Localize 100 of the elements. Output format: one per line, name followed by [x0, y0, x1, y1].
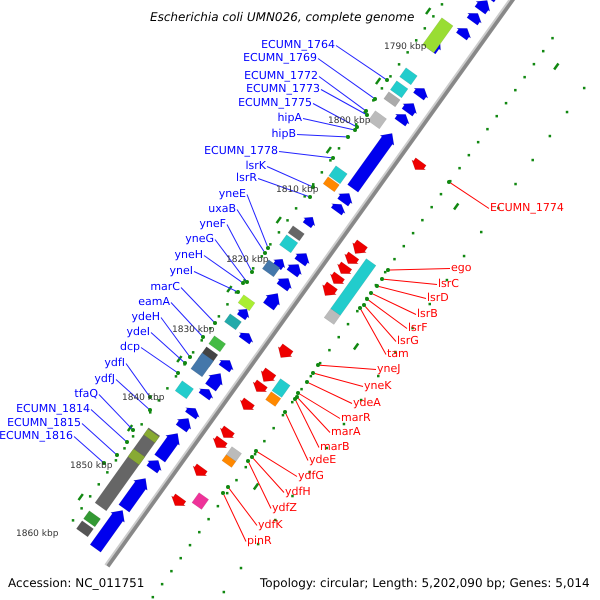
feature-marker: [365, 113, 369, 117]
gene-label: ydfH: [285, 485, 311, 498]
gene-label: yneE: [218, 187, 246, 200]
feature-marker: [188, 355, 192, 359]
gene-label: ydeA: [353, 396, 381, 409]
leader-line: [252, 458, 284, 493]
leader-line: [378, 286, 426, 299]
leader-line: [384, 278, 438, 285]
gene-label: dcp: [120, 340, 140, 353]
feature-marker: [148, 408, 152, 412]
leader-line: [298, 398, 330, 433]
feature-marker: [263, 251, 267, 255]
leader-line: [98, 394, 132, 430]
leader-line: [368, 300, 408, 329]
leader-line: [450, 182, 490, 209]
feature-marker: [131, 428, 135, 432]
feature-marker: [293, 397, 297, 401]
feature-marker: [236, 290, 240, 294]
leader-line: [236, 209, 264, 252]
gene-label: hipA: [277, 111, 302, 124]
gene-label: ECUMN_1774: [490, 201, 564, 214]
gene-label: marB: [320, 440, 350, 453]
scale-label: 1850 kbp: [70, 461, 112, 472]
feature-marker: [305, 380, 309, 384]
leader-line: [248, 462, 272, 509]
feature-marker: [115, 453, 119, 457]
gene-label: ydfJ: [94, 372, 115, 385]
scale-label: 1790 kbp: [384, 42, 426, 53]
feature-marker: [283, 410, 287, 414]
feature-marker: [311, 371, 315, 375]
gene-label: tam: [387, 347, 409, 360]
leader-line: [246, 194, 268, 247]
leader-line: [318, 76, 365, 110]
feature-marker: [250, 270, 254, 274]
leader-line: [314, 373, 364, 387]
gene-label: yneK: [364, 379, 392, 392]
feature-marker: [373, 97, 377, 101]
leader-line: [257, 452, 298, 477]
footer-text: Accession: NC_011751: [8, 576, 144, 590]
feature-marker: [213, 321, 217, 325]
leader-line: [336, 45, 386, 80]
gene-label: ECUMN_1769: [243, 51, 317, 64]
gene-label: yneJ: [377, 362, 400, 375]
feature-marker: [241, 281, 245, 285]
leader-line: [320, 364, 376, 370]
leader-line: [364, 306, 396, 342]
gene-label: ydfK: [258, 518, 283, 531]
leader-line: [74, 436, 103, 462]
gene-label: yneH: [174, 248, 203, 261]
gene-label: eamA: [138, 295, 170, 308]
gene-label: tfaQ: [74, 387, 98, 400]
gene-label: ydeE: [309, 453, 336, 466]
leader-line: [194, 271, 237, 292]
gene-label: lsrF: [408, 321, 428, 334]
leader-line: [360, 309, 386, 355]
gene-label: lsrD: [427, 291, 449, 304]
gene-label: ECUMN_1764: [261, 38, 335, 51]
leader-line: [278, 151, 332, 158]
feature-marker: [447, 180, 451, 184]
leader-line: [228, 488, 258, 526]
gene-label: ydeI: [126, 325, 150, 338]
feature-marker: [246, 459, 250, 463]
feature-marker: [375, 284, 379, 288]
feature-marker: [346, 135, 350, 139]
feature-marker: [296, 391, 300, 395]
feature-marker: [358, 306, 362, 310]
leader-line: [285, 413, 308, 461]
feature-marker: [385, 78, 389, 82]
leader-line: [140, 347, 177, 372]
gene-label: yneI: [170, 264, 193, 277]
feature-marker: [308, 195, 312, 199]
gene-label: ECUMN_1773: [246, 82, 320, 95]
gene-label: ydfG: [298, 469, 324, 482]
gene-label: lsrG: [397, 334, 419, 347]
gene-label: ECUMN_1816: [0, 429, 73, 442]
gene-label: yneG: [185, 232, 214, 245]
leader-line: [126, 363, 150, 396]
leader-line: [170, 302, 202, 336]
leader-line: [295, 400, 320, 448]
leader-line: [82, 423, 116, 454]
gene-label: yneF: [199, 217, 226, 230]
gene-label: ECUMN_1815: [7, 416, 81, 429]
feature-marker: [353, 128, 357, 132]
feature-marker: [250, 455, 254, 459]
gene-label: pinR: [247, 534, 272, 547]
gene-label: ydfI: [104, 356, 125, 369]
feature-marker: [386, 268, 390, 272]
gene-label: ECUMN_1778: [204, 144, 278, 157]
feature-marker: [364, 109, 368, 113]
feature-marker: [183, 361, 187, 365]
feature-marker: [226, 485, 230, 489]
feature-marker: [254, 449, 258, 453]
gene-label: ego: [451, 261, 472, 274]
leader-line: [372, 293, 416, 315]
gene-label: hipB: [271, 127, 296, 140]
feature-marker: [125, 440, 129, 444]
gene-label: lsrC: [438, 277, 459, 290]
leader-line: [160, 317, 190, 356]
gene-label: marC: [150, 280, 180, 293]
footer-text: Topology: circular; Length: 5,202,090 bp; Genes: 5,014: [260, 576, 590, 590]
